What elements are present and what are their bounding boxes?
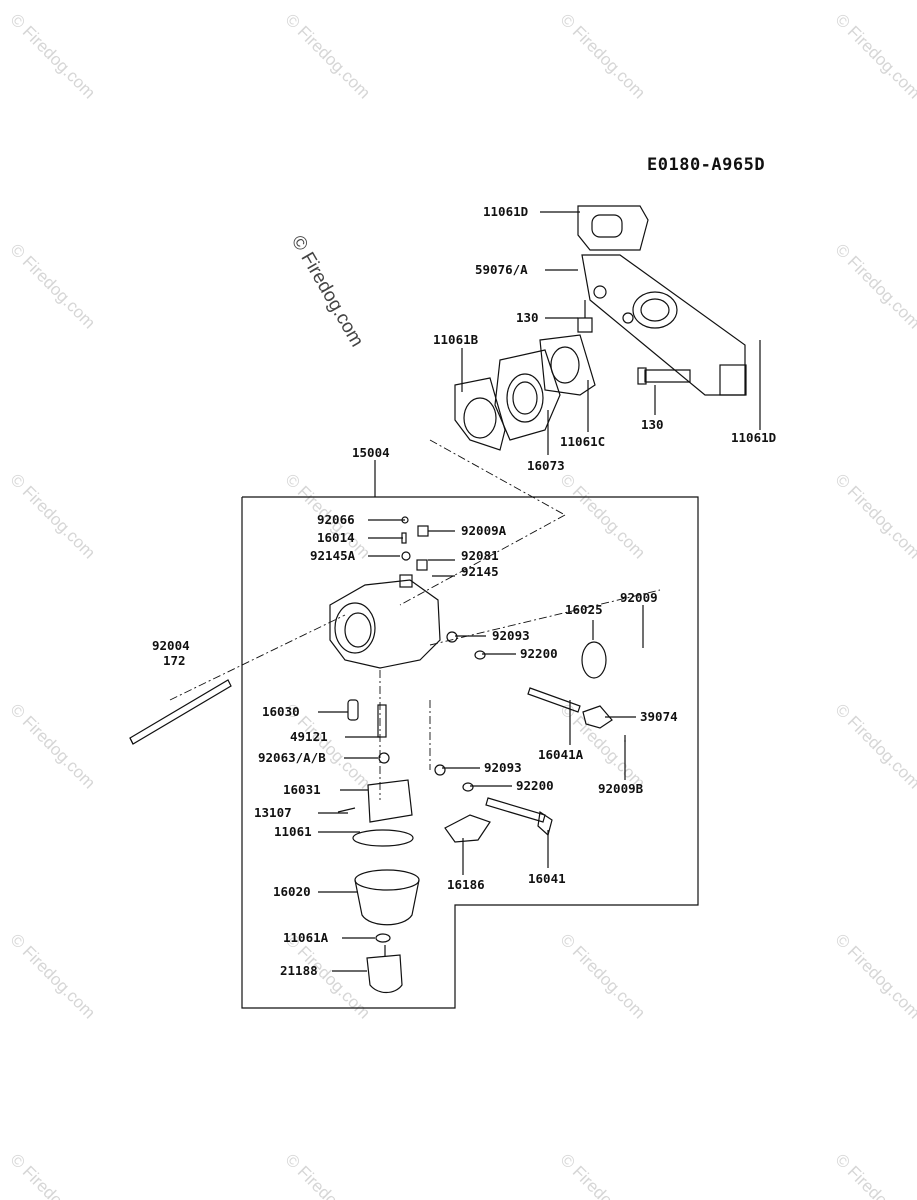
float-16031 [367, 779, 413, 823]
part-label: 92145 [461, 564, 499, 579]
part-label: 16031 [283, 782, 321, 797]
part-label: 16041A [538, 747, 584, 762]
part-label: 130 [516, 310, 539, 325]
float-bowl-16020 [354, 869, 420, 891]
part-label: 16186 [447, 877, 485, 892]
part-label: 39074 [640, 709, 678, 724]
part-label: 11061A [283, 930, 329, 945]
part-label: 16041 [528, 871, 566, 886]
part-label: 15004 [352, 445, 390, 460]
part-label: 92066 [317, 512, 355, 527]
assembly-boundary [241, 496, 699, 1009]
part-label: 172 [163, 653, 186, 668]
fuel-solenoid-21188 [366, 954, 403, 994]
part-label: 16030 [262, 704, 300, 719]
part-label: 11061D [731, 430, 777, 445]
part-label: 130 [641, 417, 664, 432]
part-label: 16014 [317, 530, 355, 545]
part-label: 92081 [461, 548, 499, 563]
part-label: 92063/A/B [258, 750, 326, 765]
part-label: 11061 [274, 824, 312, 839]
part-label: 16073 [527, 458, 565, 473]
gasket-11061d-top [577, 205, 649, 251]
part-label: 92009 [620, 590, 658, 605]
gasket-11061b [454, 377, 506, 451]
part-label: 49121 [290, 729, 328, 744]
stud-92004 [129, 679, 232, 745]
part-label: 92093 [484, 760, 522, 775]
carburetor-body [329, 579, 441, 669]
diagram-code: E0180-A965D [647, 155, 766, 175]
gasket-11061c [539, 334, 596, 396]
part-label: 21188 [280, 963, 318, 978]
part-label: 92093 [492, 628, 530, 643]
part-label: 11061D [483, 204, 529, 219]
choke-plate-16186 [444, 814, 491, 843]
part-label: 92200 [520, 646, 558, 661]
part-label: 16025 [565, 602, 603, 617]
part-label: 11061C [560, 434, 606, 449]
part-label: 11061B [433, 332, 479, 347]
part-label: 92009B [598, 781, 644, 796]
choke-shaft-16041 [485, 797, 546, 823]
part-label: 92145A [310, 548, 356, 563]
part-label: 92004 [152, 638, 190, 653]
part-label: 13107 [254, 805, 292, 820]
throttle-shaft-16041a [527, 687, 581, 713]
part-label: 92009A [461, 523, 507, 538]
spacer-16073 [494, 349, 561, 441]
part-label: 59076/A [475, 262, 528, 277]
part-label: 16020 [273, 884, 311, 899]
part-label: 92200 [516, 778, 554, 793]
